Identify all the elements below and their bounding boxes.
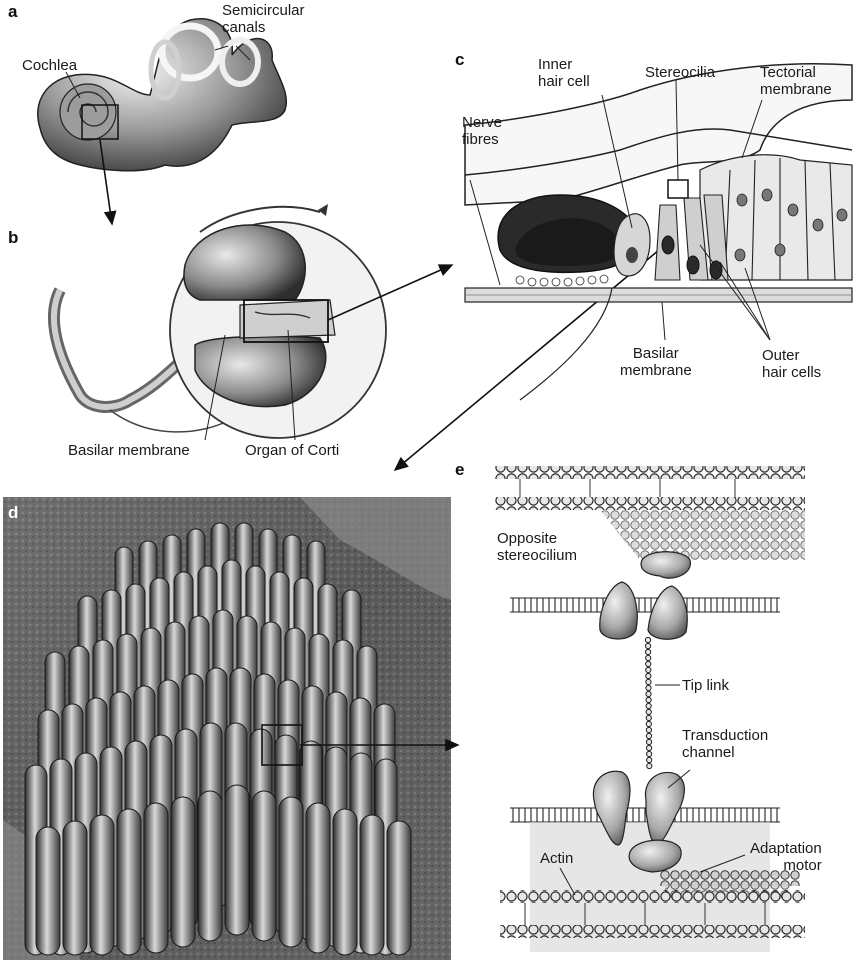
label-tectorial-membrane: Tectorial membrane <box>760 64 832 98</box>
label-cochlea: Cochlea <box>22 57 77 74</box>
panel-d-micrograph <box>3 497 451 960</box>
tip-link-bead <box>646 667 651 672</box>
label-basilar-membrane-b: Basilar membrane <box>68 442 190 459</box>
stereocilium <box>252 791 276 941</box>
leader-basilar-c <box>662 302 665 340</box>
label-nerve-fibres: Nerve fibres <box>462 114 502 148</box>
tip-link-bead <box>646 715 651 720</box>
panel-letter-a: a <box>8 2 17 22</box>
tip-link-bead <box>646 697 651 702</box>
panel-b-illustration <box>54 204 386 438</box>
label-basilar-membrane-c: Basilar membrane <box>620 345 692 379</box>
tip-link-bead <box>646 733 651 738</box>
panel-letter-d: d <box>8 503 18 523</box>
tip-link-bead <box>646 745 651 750</box>
tip-link-bead <box>646 685 651 690</box>
tip-link-bead <box>647 757 652 762</box>
label-opposite-stereocilium: Opposite stereocilium <box>497 530 577 564</box>
panel-letter-c: c <box>455 50 464 70</box>
tip-link-bead <box>646 679 651 684</box>
tip-link-chain <box>645 637 651 768</box>
tip-link-bead <box>646 727 651 732</box>
panel-a-illustration <box>38 19 287 171</box>
tip-link-bead <box>646 703 651 708</box>
stereocilium <box>36 827 60 955</box>
tip-link-bead <box>646 673 651 678</box>
tip-link-bead <box>646 691 651 696</box>
stereocilium <box>144 803 168 953</box>
label-semicircular-canals: Semicircular canals <box>222 2 305 36</box>
tip-link-bead <box>646 739 651 744</box>
label-organ-of-corti: Organ of Corti <box>245 442 339 459</box>
stereocilium <box>171 797 195 947</box>
tip-link-bead <box>646 655 651 660</box>
stereocilium <box>225 785 249 935</box>
tip-link-bead <box>647 751 652 756</box>
stereocilium <box>333 809 357 955</box>
tip-link-bead <box>645 637 650 642</box>
tip-link-bead <box>645 643 650 648</box>
stereocilium <box>90 815 114 955</box>
stereocilium <box>387 821 411 955</box>
stereocilium <box>63 821 87 955</box>
label-adaptation-motor: Adaptation motor <box>750 840 822 874</box>
tip-link-bead <box>646 661 651 666</box>
tip-link-bead <box>646 709 651 714</box>
stereocilium <box>279 797 303 947</box>
label-inner-hair-cell: Inner hair cell <box>538 56 590 90</box>
tip-link-bead <box>646 649 651 654</box>
label-actin: Actin <box>540 850 573 867</box>
label-tip-link: Tip link <box>682 677 729 694</box>
tip-link-bead <box>647 763 652 768</box>
stereocilium <box>360 815 384 955</box>
tip-link-bead <box>646 721 651 726</box>
panel-letter-b: b <box>8 228 18 248</box>
stereocilium <box>198 791 222 941</box>
label-outer-hair-cells: Outer hair cells <box>762 347 821 381</box>
label-transduction-channel: Transduction channel <box>682 727 768 761</box>
stereocilium <box>117 809 141 955</box>
label-stereocilia: Stereocilia <box>645 64 715 81</box>
panel-letter-e: e <box>455 460 464 480</box>
stereocilium <box>306 803 330 953</box>
